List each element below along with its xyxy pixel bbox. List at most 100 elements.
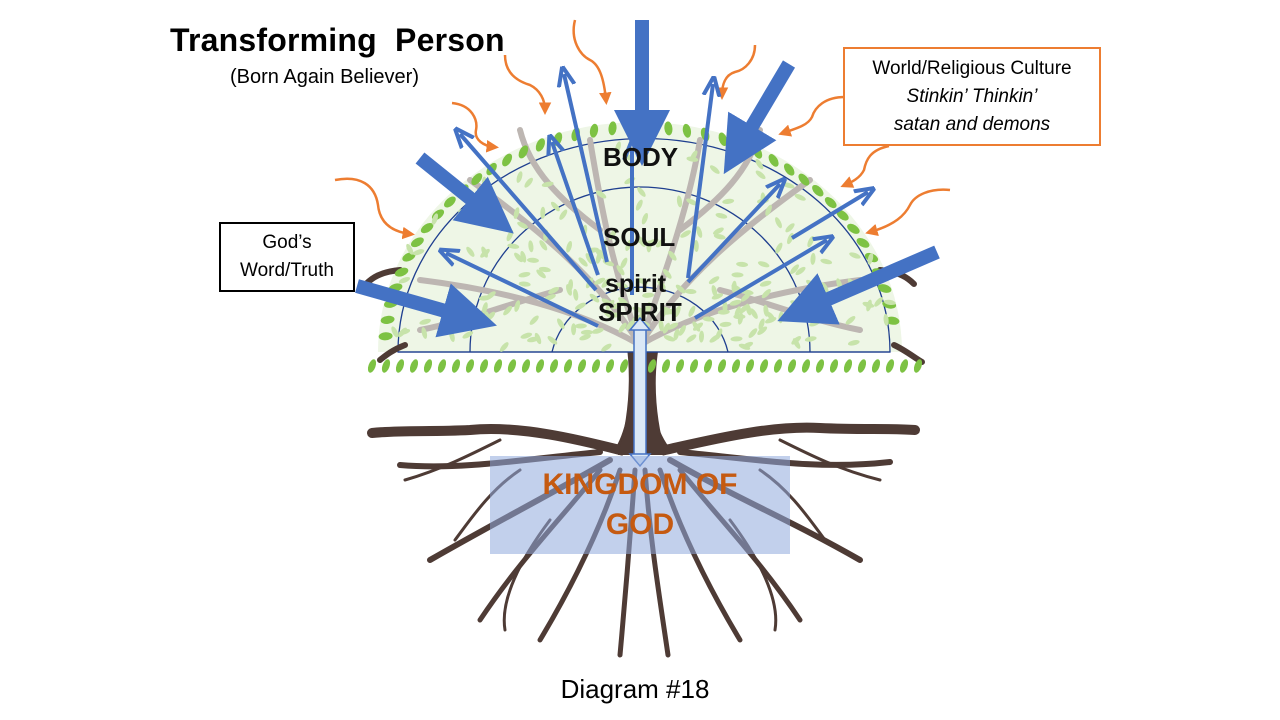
leaf (757, 326, 768, 335)
leaf (507, 243, 520, 249)
leaf (549, 359, 559, 373)
leaf (773, 359, 783, 373)
leaf (540, 206, 546, 219)
leaf (804, 336, 817, 342)
leaf (547, 335, 558, 345)
leaf (662, 306, 674, 315)
leaf (481, 246, 488, 258)
leaf (686, 198, 698, 206)
leaf (759, 280, 772, 287)
leaf (548, 286, 560, 295)
leaf (642, 292, 655, 298)
leaf (748, 328, 758, 338)
leaf (663, 335, 676, 342)
leaf (731, 272, 744, 278)
leaf (845, 315, 856, 325)
leaf (419, 318, 432, 325)
leaf (518, 281, 531, 287)
leaf (529, 315, 539, 325)
leaf (883, 313, 889, 326)
leaf (885, 359, 895, 373)
leaf (729, 299, 742, 306)
leaf (713, 227, 724, 235)
leaf (601, 278, 611, 288)
leaf (594, 277, 606, 285)
leaf (795, 266, 806, 276)
leaf (680, 230, 691, 238)
leaf (395, 359, 405, 373)
leaf (717, 309, 730, 315)
leaf (674, 305, 681, 318)
layer-spirit-upper-label: SPIRIT (598, 297, 682, 327)
leaf (516, 171, 523, 183)
page-title: Transforming Person (170, 22, 505, 58)
leaf (398, 276, 411, 284)
leaf (451, 359, 461, 373)
leaf (757, 261, 770, 268)
leaf (745, 359, 755, 373)
leaf (378, 332, 393, 341)
leaf (647, 359, 657, 373)
leaf (733, 314, 746, 320)
leaf (566, 240, 573, 253)
leaf (682, 123, 692, 138)
leaf (380, 315, 395, 324)
gods-word-label-1: God’s (262, 232, 312, 253)
leaf (412, 249, 425, 256)
leaf (381, 359, 391, 373)
leaf (750, 308, 758, 319)
leaf (758, 318, 765, 330)
leaf (759, 359, 769, 373)
leaf (688, 305, 696, 317)
leaf (409, 359, 419, 373)
leaf (481, 176, 487, 189)
leaf (514, 300, 521, 312)
leaf (775, 242, 783, 254)
leaf (812, 184, 824, 197)
leaf (675, 284, 686, 294)
leaf (517, 221, 529, 229)
world-influence-arrows (334, 19, 951, 240)
leaf (736, 261, 749, 267)
leaf (535, 359, 545, 373)
leaf (616, 282, 628, 289)
leaf (518, 271, 531, 278)
leaf (684, 288, 697, 295)
leaf (499, 342, 509, 352)
leaf (514, 252, 523, 263)
leaf (676, 195, 683, 208)
leaf (601, 298, 613, 306)
kingdom-of-god-box: KINGDOM OF GOD (490, 456, 790, 554)
gods-word-box: God’s Word/Truth (219, 222, 355, 292)
leaf (708, 276, 720, 285)
leaf (544, 294, 556, 301)
leaf (423, 359, 433, 373)
leaf (899, 359, 909, 373)
diagram-caption: Diagram #18 (560, 674, 710, 704)
layer-spirit-lower-label: spirit (605, 270, 667, 298)
leaf (673, 328, 680, 341)
leaf (575, 302, 586, 310)
leaf (616, 265, 625, 276)
leaf (765, 316, 777, 324)
leaf (703, 359, 713, 373)
leaf (655, 238, 666, 248)
leaf (790, 264, 799, 275)
leaf (871, 359, 881, 373)
leaf (620, 257, 628, 269)
leaf (518, 145, 529, 159)
leaf (367, 359, 377, 373)
leaf (836, 209, 849, 221)
leaf (731, 280, 737, 293)
leaf (502, 153, 513, 167)
leaf (874, 297, 884, 307)
leaf (536, 269, 546, 279)
leaf (849, 252, 861, 259)
world-culture-label-3: satan and demons (893, 113, 1051, 135)
leaf (527, 257, 539, 263)
leaf (437, 359, 447, 373)
leaf (635, 238, 648, 244)
leaf (493, 359, 503, 373)
leaf (689, 359, 699, 373)
